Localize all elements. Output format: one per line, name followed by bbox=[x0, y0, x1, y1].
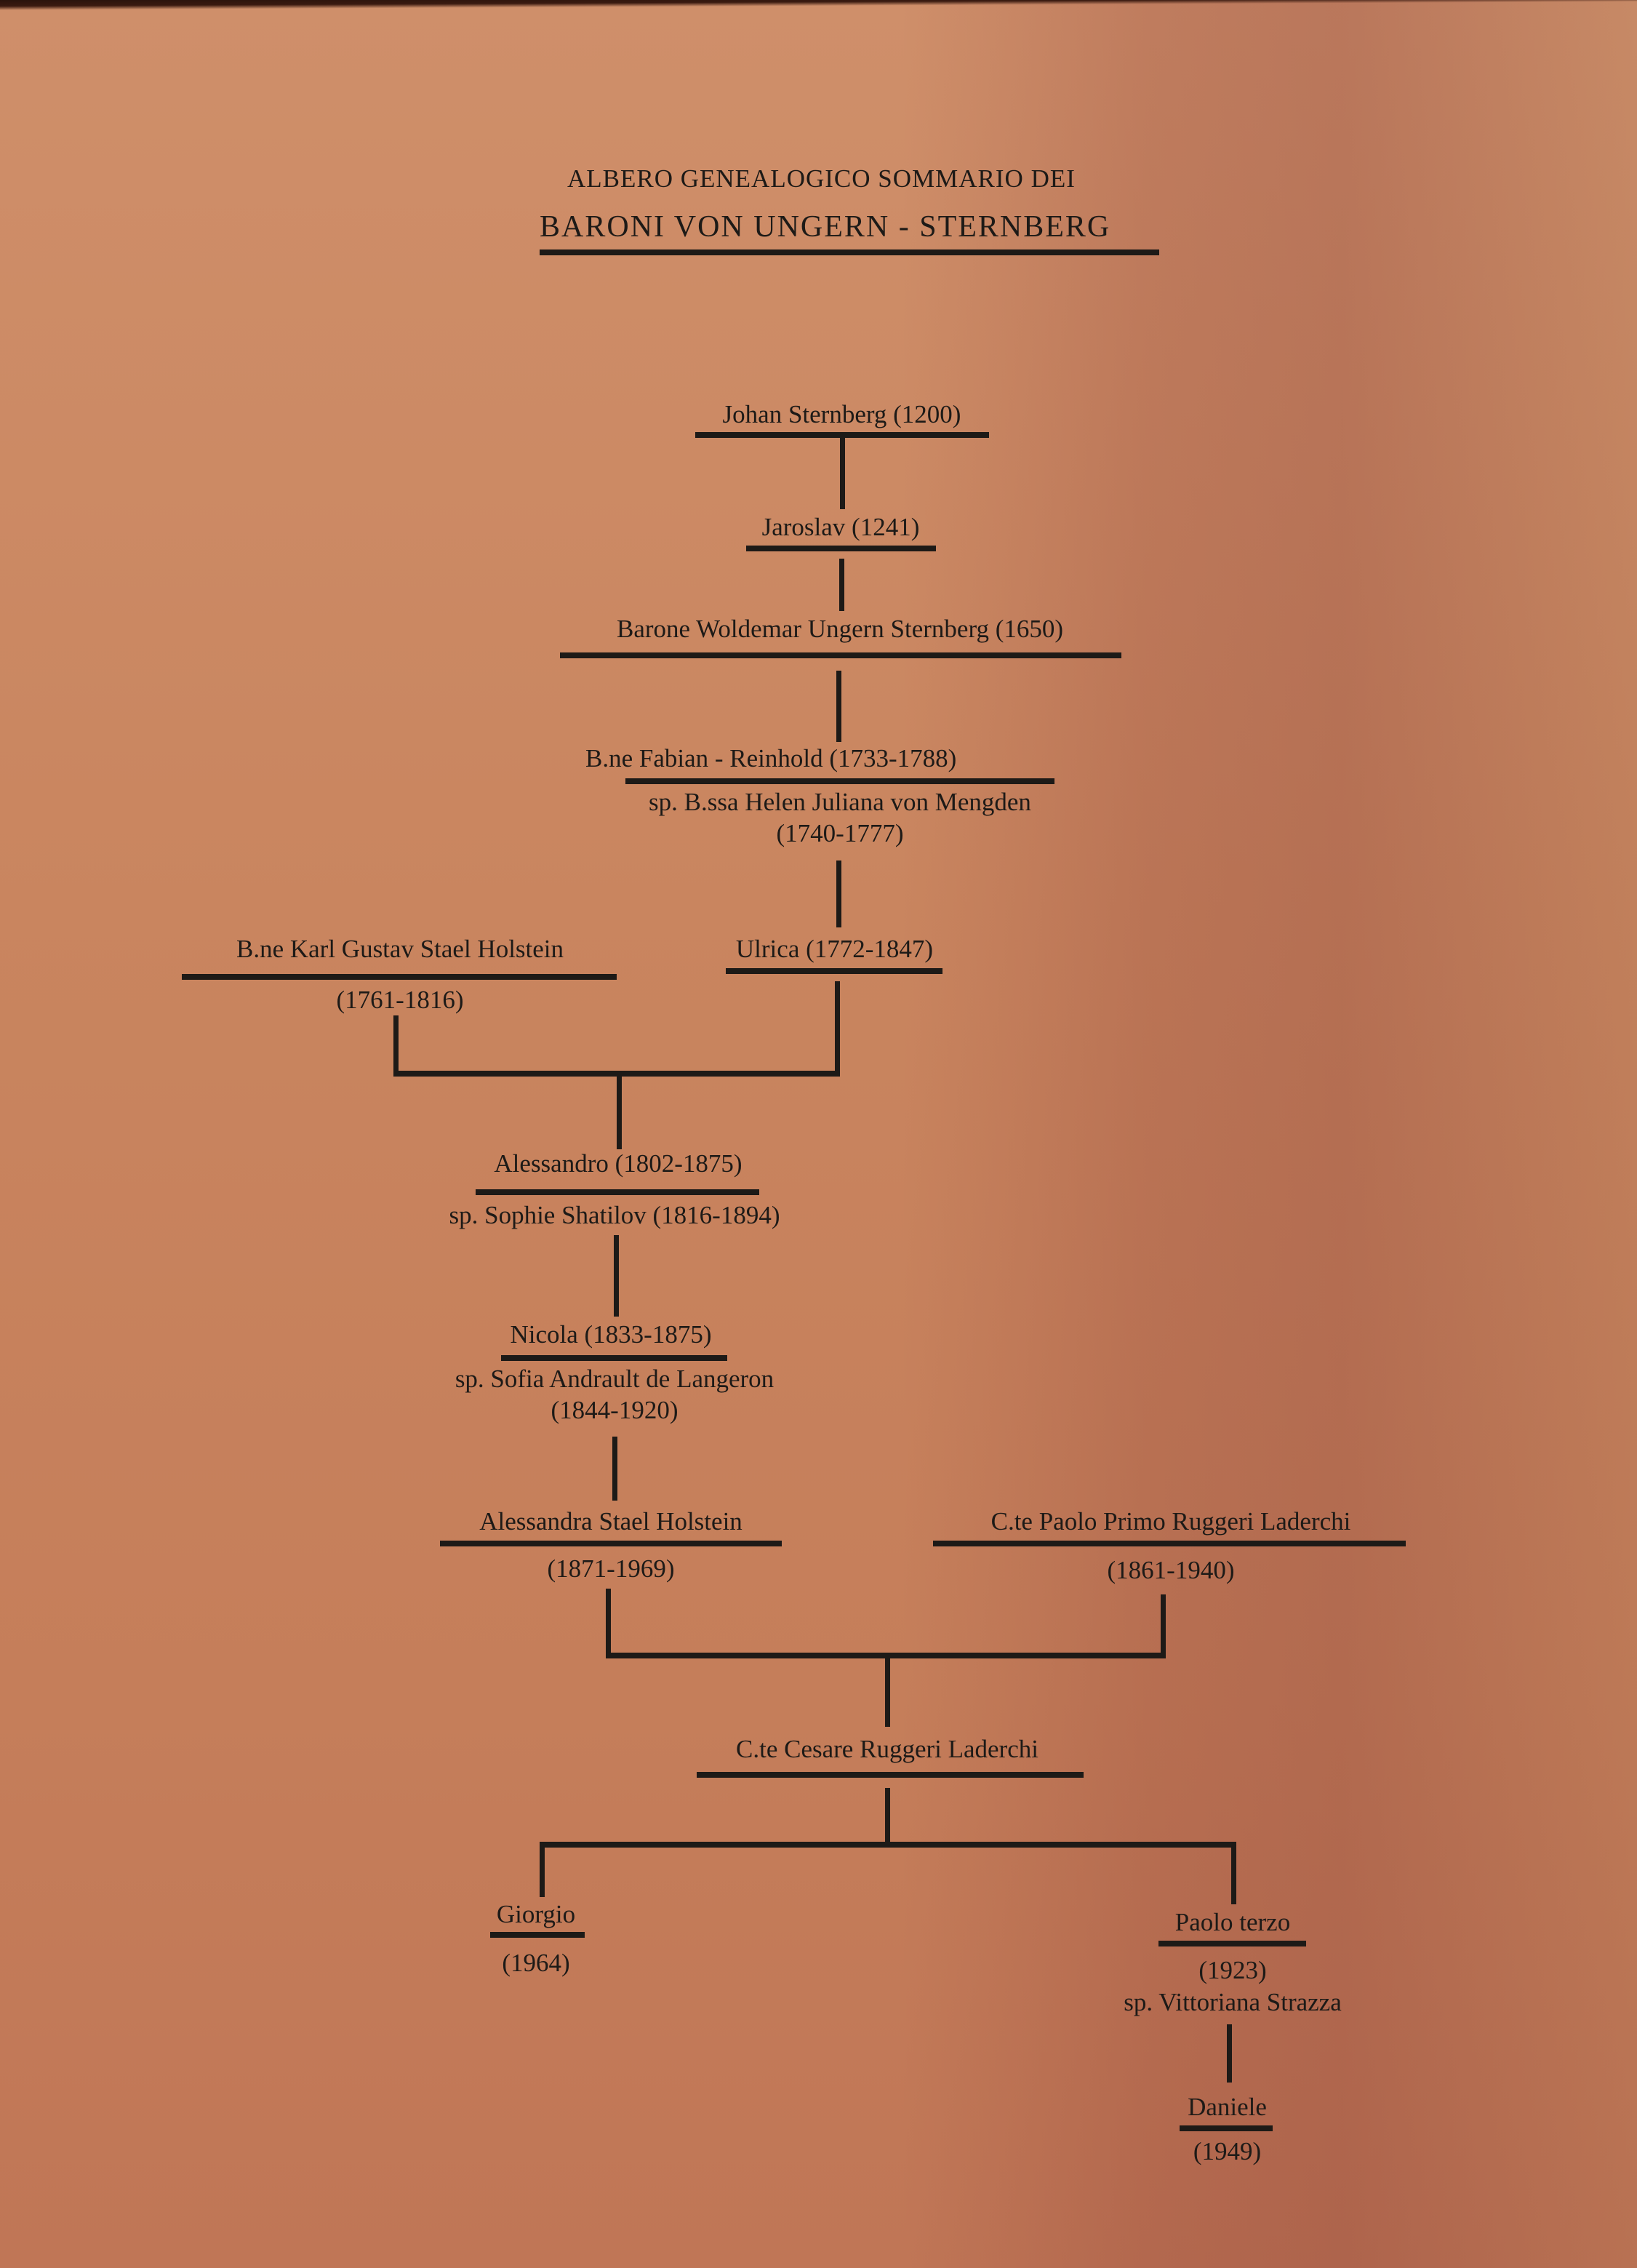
connector-line bbox=[885, 1788, 890, 1846]
node-underline bbox=[746, 546, 936, 551]
connector-line bbox=[836, 671, 841, 742]
node-jaroslav: Jaroslav (1241) bbox=[745, 513, 936, 542]
node-underline bbox=[726, 968, 942, 974]
connector-line bbox=[617, 1075, 622, 1149]
node-name: C.te Cesare Ruggeri Laderchi bbox=[736, 1735, 1038, 1763]
node-name: Johan Sternberg (1200) bbox=[722, 400, 961, 428]
node-karl-gustav-dates: (1761-1816) bbox=[313, 983, 487, 1017]
connector-line bbox=[840, 436, 845, 509]
connector-line bbox=[606, 1653, 1166, 1658]
node-dates: (1949) bbox=[1193, 2137, 1262, 2165]
node-dates: (1871-1969) bbox=[547, 1554, 675, 1583]
node-johan-sternberg: Johan Sternberg (1200) bbox=[695, 400, 989, 429]
connector-line bbox=[393, 1015, 399, 1077]
node-giorgio-dates: (1964) bbox=[481, 1946, 591, 1980]
node-underline bbox=[440, 1541, 782, 1546]
node-nicola-spouse: sp. Sofia Andrault de Langeron (1844-192… bbox=[404, 1362, 825, 1425]
connector-line bbox=[835, 981, 840, 1077]
node-paolo-terzo-spouse: sp. Vittoriana Strazza bbox=[1054, 1986, 1411, 2019]
node-daniele: Daniele bbox=[1164, 2093, 1291, 2122]
node-underline bbox=[182, 974, 617, 980]
node-woldemar: Barone Woldemar Ungern Sternberg (1650) bbox=[556, 615, 1124, 644]
connector-line bbox=[836, 861, 841, 927]
title-underline bbox=[540, 249, 1159, 255]
node-name: Daniele bbox=[1188, 2093, 1267, 2121]
node-paolo-primo: C.te Paolo Primo Ruggeri Laderchi bbox=[931, 1507, 1411, 1536]
spouse-name: sp. B.ssa Helen Juliana von Mengden bbox=[649, 788, 1031, 816]
connector-line bbox=[1227, 2024, 1232, 2083]
title-line-2: BARONI VON UNGERN - STERNBERG bbox=[540, 210, 1111, 244]
node-name: Barone Woldemar Ungern Sternberg (1650) bbox=[616, 615, 1064, 643]
node-dates: (1923) bbox=[1198, 1956, 1267, 1984]
node-underline bbox=[476, 1189, 759, 1195]
node-name: B.ne Karl Gustav Stael Holstein bbox=[236, 935, 564, 963]
node-name: Nicola (1833-1875) bbox=[510, 1320, 712, 1349]
node-underline bbox=[625, 778, 1054, 784]
node-name: B.ne Fabian - Reinhold (1733-1788) bbox=[585, 744, 957, 772]
connector-line bbox=[540, 1842, 1236, 1848]
title-line-1: ALBERO GENEALOGICO SOMMARIO DEI bbox=[567, 164, 1076, 193]
node-ulrica: Ulrica (1772-1847) bbox=[724, 935, 945, 964]
connector-line bbox=[393, 1071, 840, 1077]
spouse-name: sp. Sofia Andrault de Langeron bbox=[455, 1365, 775, 1393]
node-name: Giorgio bbox=[496, 1900, 576, 1928]
node-alessandra-dates: (1871-1969) bbox=[524, 1552, 698, 1586]
node-paolo-primo-dates: (1861-1940) bbox=[1084, 1554, 1258, 1587]
node-name: Alessandro (1802-1875) bbox=[494, 1149, 743, 1178]
connector-line bbox=[606, 1589, 611, 1658]
node-name: C.te Paolo Primo Ruggeri Laderchi bbox=[990, 1507, 1351, 1536]
node-underline bbox=[560, 652, 1121, 658]
node-paolo-terzo: Paolo terzo bbox=[1149, 1908, 1316, 1937]
node-alessandro: Alessandro (1802-1875) bbox=[473, 1149, 764, 1178]
node-karl-gustav: B.ne Karl Gustav Stael Holstein bbox=[178, 935, 622, 964]
node-cesare: C.te Cesare Ruggeri Laderchi bbox=[691, 1735, 1084, 1764]
node-paolo-terzo-dates: (1923) bbox=[1149, 1954, 1316, 1987]
node-name: Jaroslav (1241) bbox=[761, 513, 920, 541]
node-underline bbox=[490, 1932, 585, 1938]
node-underline bbox=[501, 1355, 727, 1361]
node-underline bbox=[695, 432, 989, 438]
node-giorgio: Giorgio bbox=[481, 1900, 591, 1929]
connector-line bbox=[1231, 1846, 1236, 1904]
connector-line bbox=[1161, 1594, 1166, 1658]
connector-line bbox=[885, 1657, 890, 1727]
node-nicola: Nicola (1833-1875) bbox=[495, 1320, 727, 1349]
node-daniele-dates: (1949) bbox=[1164, 2135, 1291, 2168]
spouse-name: sp. Sophie Shatilov (1816-1894) bbox=[449, 1201, 780, 1229]
node-dates: (1861-1940) bbox=[1107, 1556, 1235, 1584]
node-underline bbox=[1180, 2125, 1273, 2131]
node-name: Ulrica (1772-1847) bbox=[735, 935, 934, 963]
connector-line bbox=[839, 559, 844, 611]
node-fabian-reinhold: B.ne Fabian - Reinhold (1733-1788) bbox=[567, 744, 1113, 773]
spouse-dates: (1740-1777) bbox=[776, 819, 904, 847]
connector-line bbox=[614, 1235, 619, 1317]
node-underline bbox=[1158, 1941, 1306, 1946]
connector-line bbox=[540, 1846, 545, 1897]
node-underline bbox=[697, 1772, 1084, 1778]
connector-line bbox=[612, 1437, 617, 1501]
spouse-name: sp. Vittoriana Strazza bbox=[1124, 1988, 1342, 2016]
node-fabian-spouse: sp. B.ssa Helen Juliana von Mengden (174… bbox=[567, 786, 1113, 848]
node-name: Paolo terzo bbox=[1174, 1908, 1291, 1936]
node-alessandro-spouse: sp. Sophie Shatilov (1816-1894) bbox=[407, 1199, 822, 1232]
page-top-edge bbox=[0, 0, 1637, 10]
node-dates: (1964) bbox=[502, 1949, 570, 1977]
spouse-dates: (1844-1920) bbox=[551, 1396, 679, 1424]
node-alessandra: Alessandra Stael Holstein bbox=[436, 1507, 785, 1536]
node-name: Alessandra Stael Holstein bbox=[479, 1507, 743, 1536]
node-dates: (1761-1816) bbox=[336, 986, 464, 1014]
node-underline bbox=[933, 1541, 1406, 1546]
